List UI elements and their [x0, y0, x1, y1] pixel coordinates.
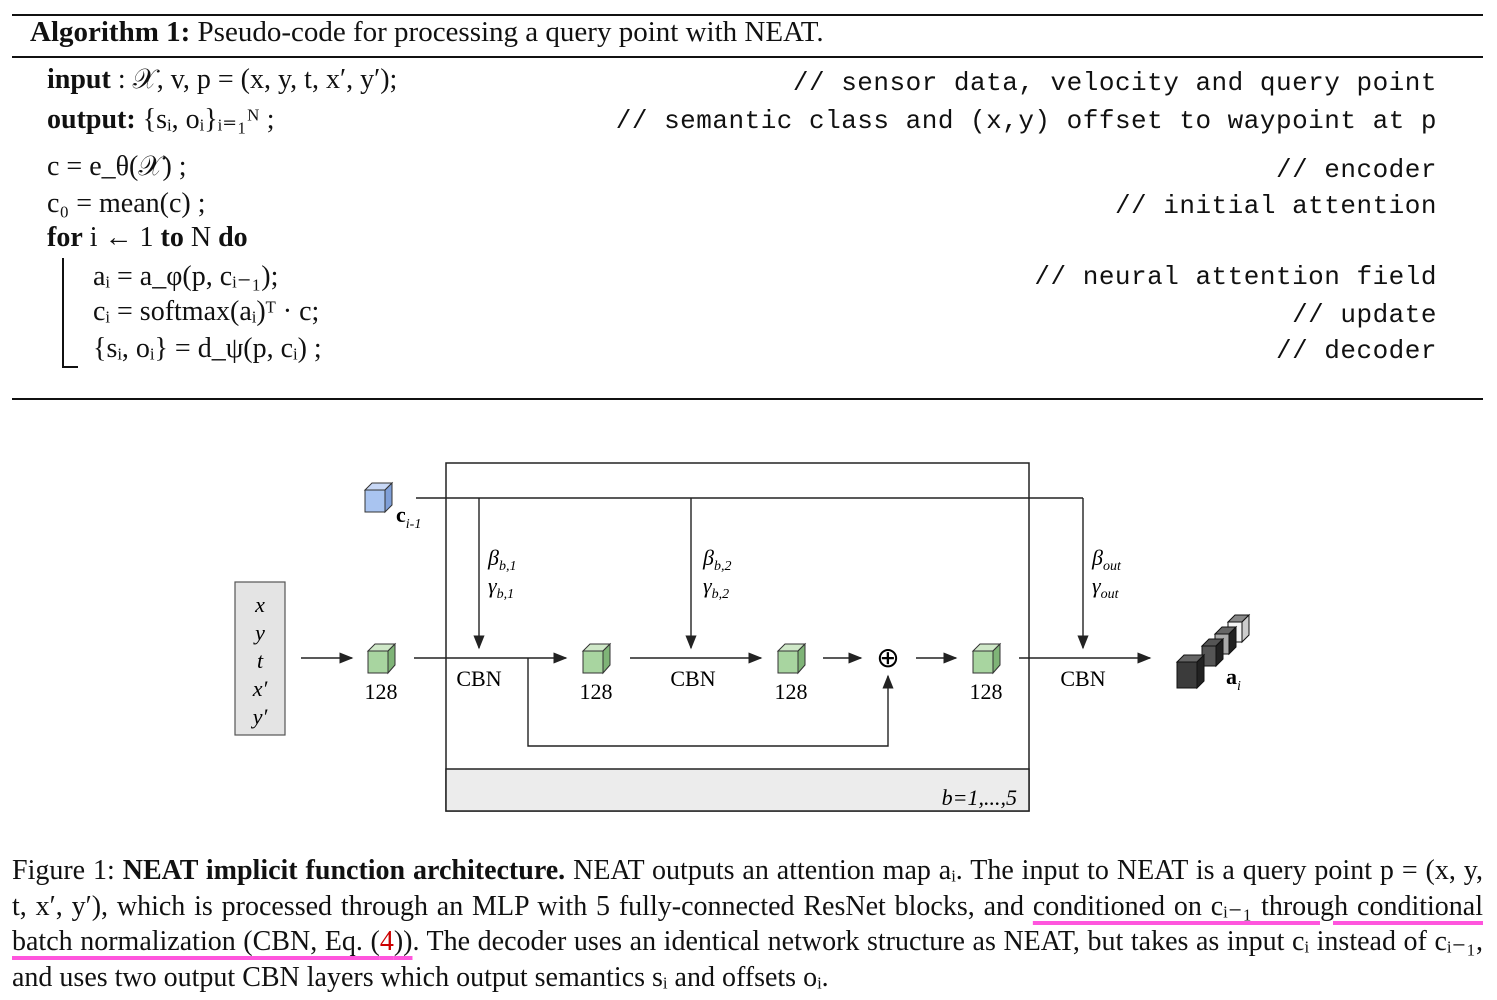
query-input-box — [234, 581, 286, 736]
attention-map-icon — [1175, 613, 1251, 690]
context-label: ci-1 — [396, 502, 421, 532]
query-input-x: x — [254, 592, 265, 617]
expr-input: : 𝒳, v, p = (x, y, t, x′, y′); — [110, 64, 398, 95]
kw-do: do — [218, 222, 248, 253]
loop-bar — [62, 258, 64, 368]
kw-for: for — [47, 222, 83, 253]
comment-attention: // neural attention field — [1034, 262, 1437, 292]
loop-bar-foot — [62, 366, 78, 368]
algo-line-output: output: {sᵢ, oᵢ}ᵢ₌₁ᴺ ; — [47, 102, 275, 136]
algo-line-initial: c₀ = mean(c) ; — [47, 188, 206, 219]
kw-input: input — [47, 64, 111, 95]
comment-initial: // initial attention — [1114, 191, 1437, 221]
cbn-label-out: CBN — [1060, 666, 1105, 691]
attention-label: ai — [1226, 664, 1241, 694]
caption-figure-label: Figure 1: — [12, 855, 115, 886]
comment-output: // semantic class and (x,y) offset to wa… — [615, 106, 1437, 136]
beta-b2: βb,2 — [702, 545, 731, 574]
gamma-b1: γb,1 — [488, 573, 514, 602]
resnet-block-footer — [445, 768, 1030, 812]
dim-label-4: 128 — [970, 679, 1003, 704]
beta-b1: βb,1 — [487, 545, 516, 574]
cbn-label-1: CBN — [456, 666, 501, 691]
query-input-yprime: y′ — [251, 704, 269, 729]
caption-text-1: NEAT outputs an attention map aᵢ. The in… — [12, 855, 1483, 922]
expr-output: {sᵢ, oᵢ}ᵢ₌₁ᴺ ; — [135, 104, 275, 135]
skip-connection — [527, 658, 894, 747]
expr-for: i ← 1 — [82, 222, 161, 253]
resnet-block-frame — [445, 462, 1030, 812]
algo-line-encoder: c = e_θ(𝒳) ; — [47, 151, 187, 182]
caption-text-2: . The decoder uses an identical network … — [12, 926, 1483, 993]
dim-label-3: 128 — [775, 679, 808, 704]
architecture-diagram: b=1,...,5 x y t x′ y′ ci-1 βb,1 γb,1 βb,… — [234, 462, 1251, 812]
algo-line-input: input : 𝒳, v, p = (x, y, t, x′, y′); — [47, 64, 397, 96]
comment-encoder: // encoder — [1275, 155, 1437, 185]
dim-label-1: 128 — [365, 679, 398, 704]
figure-caption: Figure 1: NEAT implicit function archite… — [12, 853, 1483, 995]
cbn-label-2: CBN — [670, 666, 715, 691]
comment-input: // sensor data, velocity and query point — [792, 68, 1437, 98]
beta-out: βout — [1091, 545, 1122, 574]
query-input-y: y — [253, 620, 265, 645]
dim-label-2: 128 — [580, 679, 613, 704]
residual-add-icon: ⊕ — [876, 641, 899, 674]
kw-output: output: — [47, 104, 136, 135]
gamma-out: γout — [1092, 573, 1120, 602]
algorithm-title: Algorithm 1: Pseudo-code for processing … — [30, 16, 824, 49]
feature-cube-icon-3 — [776, 642, 807, 675]
query-input-t: t — [257, 648, 264, 673]
algo-top-rule — [12, 14, 1483, 16]
feature-cube-icon-1 — [366, 642, 397, 675]
kw-to: to — [160, 222, 184, 253]
equation-ref-link[interactable]: 4 — [379, 926, 394, 957]
caption-highlight: conditioned on cᵢ₋₁ through conditional … — [12, 890, 1483, 958]
comment-decoder: // decoder — [1275, 336, 1437, 366]
algo-line-decoder: {sᵢ, oᵢ} = d_ψ(p, cᵢ) ; — [93, 333, 322, 364]
algo-line-update: cᵢ = softmax(aᵢ)ᵀ · c; — [93, 296, 320, 327]
feature-cube-icon-2 — [581, 642, 612, 675]
algo-line-attention: aᵢ = a_φ(p, cᵢ₋₁); — [93, 261, 279, 292]
algo-title-rule — [12, 56, 1483, 58]
comment-update: // update — [1292, 300, 1437, 330]
caption-bold-title: NEAT implicit function architecture. — [122, 855, 566, 886]
algo-line-for: for i ← 1 to N do — [47, 222, 248, 254]
algorithm-label: Algorithm 1: — [30, 16, 191, 48]
feature-cube-icon-4 — [971, 642, 1002, 675]
expr-for-n: N — [183, 222, 219, 253]
block-repeat-label: b=1,...,5 — [942, 785, 1017, 810]
gamma-b2: γb,2 — [703, 573, 729, 602]
algo-bottom-rule — [12, 398, 1483, 400]
query-input-xprime: x′ — [252, 676, 269, 701]
context-cube-icon — [363, 481, 394, 514]
algorithm-title-text: Pseudo-code for processing a query point… — [197, 16, 824, 48]
